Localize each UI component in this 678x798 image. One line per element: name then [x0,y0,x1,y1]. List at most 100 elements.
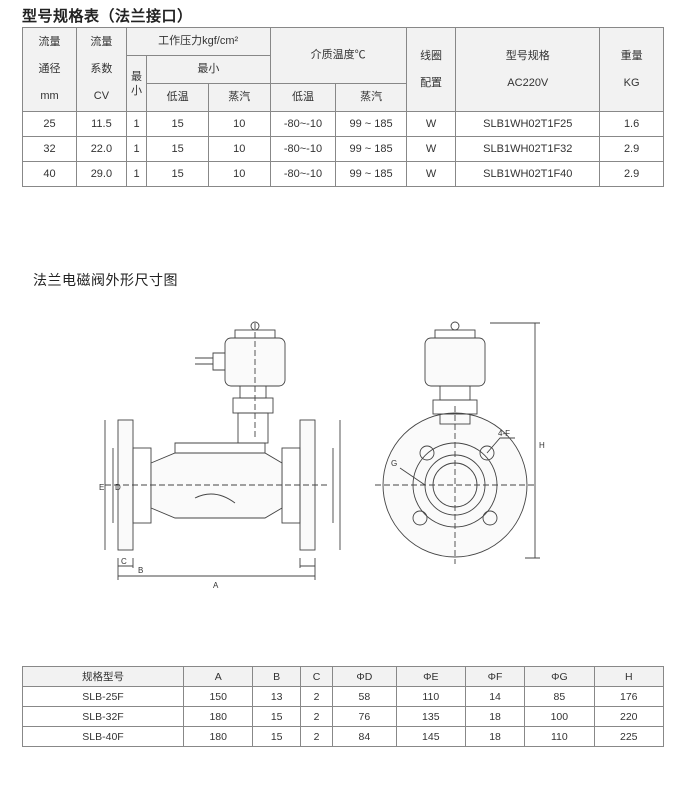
spec-cell-steam: 10 [207,161,271,187]
spec-cell-model: SLB1WH02T1F40 [455,161,601,187]
header-cv: 流量 系数 CV [76,27,127,112]
spec-cell-cv: 11.5 [76,111,127,137]
label-f: 4-F [498,429,510,438]
dim-cell: 180 [183,726,254,747]
spec-cell-t_low: -80~-10 [269,111,337,137]
dim-cell: 100 [524,706,595,727]
spec-cell-min: 1 [125,136,148,162]
dim-cell: 176 [593,686,665,707]
spec-table: 流量 通径 mm 流量 系数 CV 工作压力kgf/cm² 介质温度℃ 线圈 配… [21,27,664,187]
spec-cell-low: 15 [146,111,209,137]
dim-cell: 2 [299,726,334,747]
dim-cell: 2 [299,706,334,727]
header-pressure: 工作压力kgf/cm² [125,27,271,56]
dim-cell: 15 [252,726,301,747]
label-c: C [121,557,127,566]
spec-cell-kg: 2.9 [599,136,664,162]
spec-cell-kg: 1.6 [599,111,664,137]
dim-cell: 150 [183,686,254,707]
dim-cell: 76 [332,706,397,727]
header-medium-steam: 蒸汽 [335,83,407,112]
spec-cell-cv: 22.0 [76,136,127,162]
dim-header-cell: 规格型号 [21,666,185,687]
valve-dimension-drawing: A B C D E 4-F G H [99,321,545,590]
spec-cell-t_low: -80~-10 [269,161,337,187]
dim-cell: 84 [332,726,397,747]
dim-header-cell: ΦE [395,666,467,687]
header-medium-low: 低温 [269,83,337,112]
drawing-title: 法兰电磁阀外形尺寸图 [33,273,178,289]
header-coil: 线圈 配置 [405,27,457,112]
label-d: D [115,483,121,492]
spec-cell-dn: 32 [21,136,78,162]
dim-cell: 110 [395,686,467,707]
header-weight: 重量 KG [599,27,664,112]
dim-cell: SLB-25F [21,686,185,707]
spec-cell-cv: 29.0 [76,161,127,187]
spec-cell-t_steam: 99 ~ 185 [335,136,407,162]
spec-cell-min: 1 [125,111,148,137]
dim-cell: 15 [252,706,301,727]
spec-cell-model: SLB1WH02T1F25 [455,111,601,137]
label-b: B [138,566,143,575]
label-h: H [539,441,545,450]
dim-cell: SLB-40F [21,726,185,747]
label-a: A [213,581,219,590]
spec-table-title: 型号规格表（法兰接口） [22,7,193,25]
spec-cell-t_steam: 99 ~ 185 [335,111,407,137]
dim-header-cell: ΦG [524,666,595,687]
spec-cell-coil: W [405,136,457,162]
dim-cell: 220 [593,706,665,727]
spec-cell-steam: 10 [207,111,271,137]
spec-cell-dn: 40 [21,161,78,187]
spec-cell-coil: W [405,111,457,137]
dim-cell: 85 [524,686,595,707]
header-min-pressure: 最小 [125,55,148,112]
header-diameter: 流量 通径 mm [21,27,78,112]
dim-cell: 2 [299,686,334,707]
spec-cell-min: 1 [125,161,148,187]
spec-cell-low: 15 [146,161,209,187]
dim-cell: 18 [464,726,526,747]
spec-cell-steam: 10 [207,136,271,162]
dim-cell: 145 [395,726,467,747]
spec-cell-t_steam: 99 ~ 185 [335,161,407,187]
dim-header-cell: C [299,666,334,687]
header-low-temp: 低温 [146,83,209,112]
spec-cell-low: 15 [146,136,209,162]
dim-cell: 135 [395,706,467,727]
dim-cell: SLB-32F [21,706,185,727]
header-medium-temp: 介质温度℃ [269,27,407,84]
dim-cell: 13 [252,686,301,707]
header-max-pressure: 最小 [146,55,271,84]
dim-cell: 58 [332,686,397,707]
spec-cell-model: SLB1WH02T1F32 [455,136,601,162]
dim-cell: 14 [464,686,526,707]
header-model: 型号规格 AC220V [455,27,601,112]
dim-header-cell: A [183,666,254,687]
dim-cell: 180 [183,706,254,727]
header-steam: 蒸汽 [207,83,271,112]
label-g: G [391,459,397,468]
dim-cell: 225 [593,726,665,747]
spec-cell-t_low: -80~-10 [269,136,337,162]
spec-cell-dn: 25 [21,111,78,137]
label-e: E [99,483,104,492]
spec-cell-kg: 2.9 [599,161,664,187]
dim-header-cell: H [593,666,665,687]
spec-cell-coil: W [405,161,457,187]
dim-header-cell: ΦF [464,666,526,687]
dim-cell: 110 [524,726,595,747]
dim-header-cell: B [252,666,301,687]
dim-header-cell: ΦD [332,666,397,687]
